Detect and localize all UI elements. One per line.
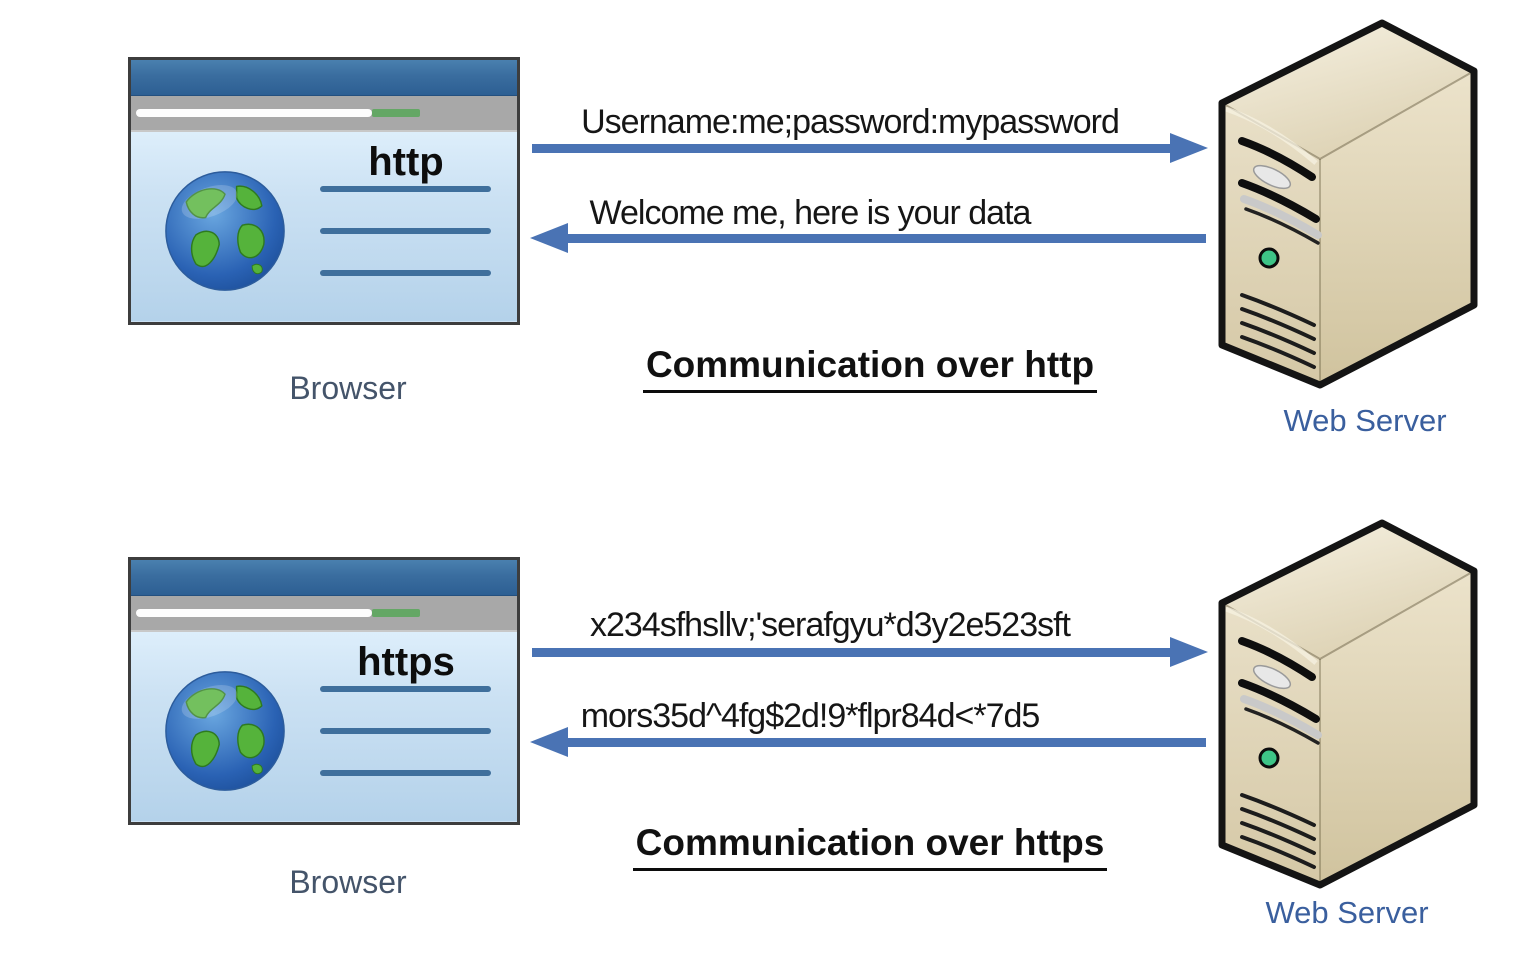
globe-icon [165,171,285,291]
request-arrowhead-icon [1170,637,1208,667]
text-line [320,270,491,276]
protocol-label: https [357,640,455,684]
address-progress-green [372,109,420,117]
request-arrow [532,648,1170,657]
request-arrowhead-icon [1170,133,1208,163]
browser-label: Browser [289,370,407,406]
request-arrow [532,144,1170,153]
server-label: Web Server [1283,403,1447,438]
response-arrow [566,738,1206,747]
response-arrowhead-icon [530,223,568,253]
response-arrow [566,234,1206,243]
address-progress-bar [136,109,372,117]
browser-title-bar [131,60,517,96]
text-line [320,228,491,234]
text-line [320,186,491,192]
browser-window: http [128,57,520,325]
globe-icon [165,671,285,791]
section-caption: Communication over http [550,344,1190,393]
request-message: x234sfhsllv;'serafgyu*d3y2e523sft [589,606,1071,644]
text-line [320,728,491,734]
browser-window: https [128,557,520,825]
address-progress-green [372,609,420,617]
protocol-label: http [368,140,444,184]
server-tower-icon [1212,13,1484,389]
text-line [320,686,491,692]
response-message: Welcome me, here is your data [589,194,1032,232]
browser-content: http [131,132,517,321]
request-message: Username:me;password:mypassword [581,103,1120,141]
text-line [320,770,491,776]
browser-content: https [131,632,517,821]
server-label: Web Server [1265,895,1429,930]
browser-address-bar [131,596,517,632]
browser-title-bar [131,560,517,596]
browser-address-bar [131,96,517,132]
response-message: mors35d^4fg$2d!9*flpr84d<*7d5 [580,697,1041,735]
section-caption: Communication over https [550,822,1190,871]
server-tower-icon [1212,513,1484,889]
address-progress-bar [136,609,372,617]
browser-label: Browser [289,864,407,900]
response-arrowhead-icon [530,727,568,757]
